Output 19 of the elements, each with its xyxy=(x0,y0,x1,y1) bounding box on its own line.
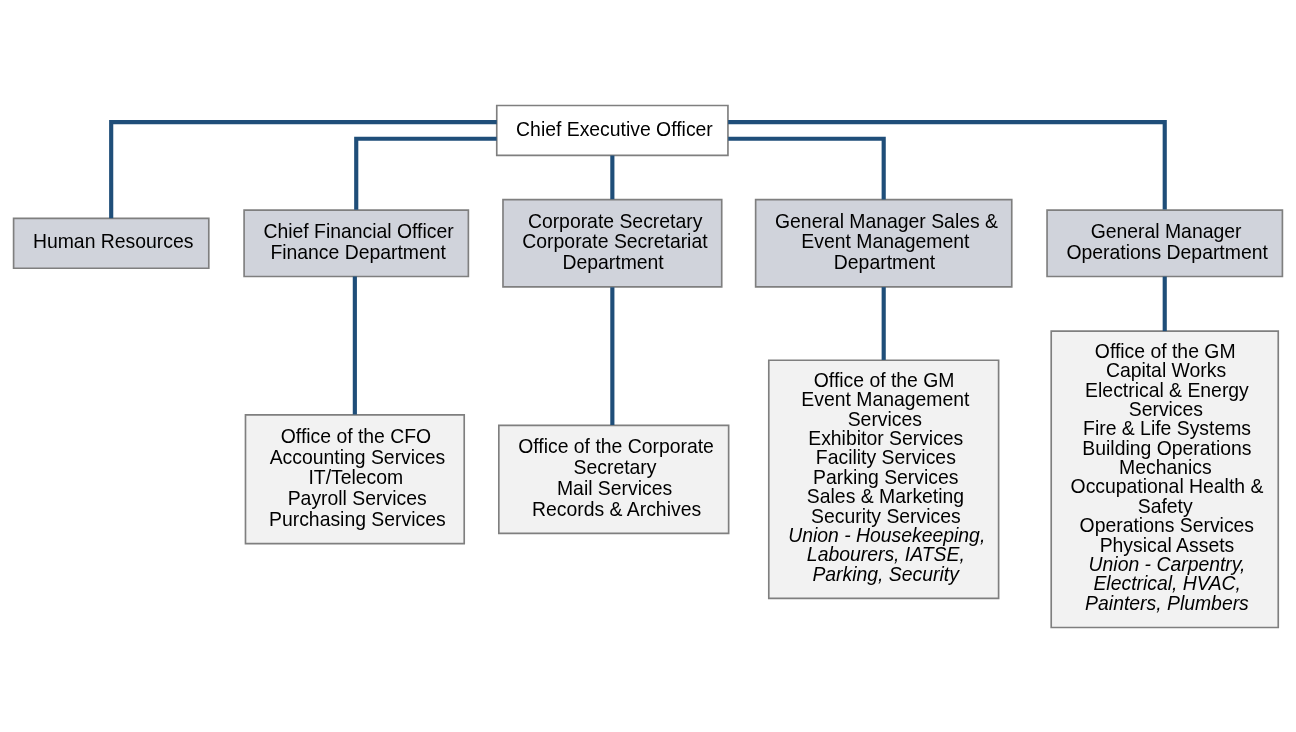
node-box: Office of the Corporate Secretary Mail Services Records & Archives xyxy=(498,424,730,534)
connector xyxy=(352,276,357,415)
node-box: General Manager Sales & Event Management Department xyxy=(754,198,1013,288)
connector xyxy=(109,119,497,218)
node-box: Human Resources xyxy=(12,217,210,269)
connector xyxy=(881,286,886,360)
node-box: Corporate Secretary Corporate Secretariat Department xyxy=(502,198,723,288)
connector xyxy=(610,286,615,425)
connector xyxy=(610,155,615,199)
node-box: Chief Executive Officer xyxy=(495,104,729,156)
connector xyxy=(354,136,497,210)
node-box: General Manager Operations Department xyxy=(1046,208,1284,277)
connector xyxy=(728,119,1167,210)
node-box: Chief Financial Officer Finance Department xyxy=(243,208,470,277)
node-box: Office of the CFO Accounting Services IT/Telecom Payroll Services Purchasing Services xyxy=(244,413,466,545)
connector xyxy=(728,136,886,200)
connector xyxy=(1162,276,1167,331)
node-box: Office of the GM Capital Works Electrical & Energy Services Fire & Life Systems Building Operations Mechanics Occupational Health & Safety Operations Services Physical Assets Union - Carpentry, Electrical, HVAC, Painters, Plumbers xyxy=(1050,329,1280,628)
node-box: Office of the GM Event Management Services Exhibitor Services Facility Services Parking Services Sales & Marketing Security Services Union - Housekeeping, Labourers, IATSE, Parking, Security xyxy=(767,358,1000,599)
